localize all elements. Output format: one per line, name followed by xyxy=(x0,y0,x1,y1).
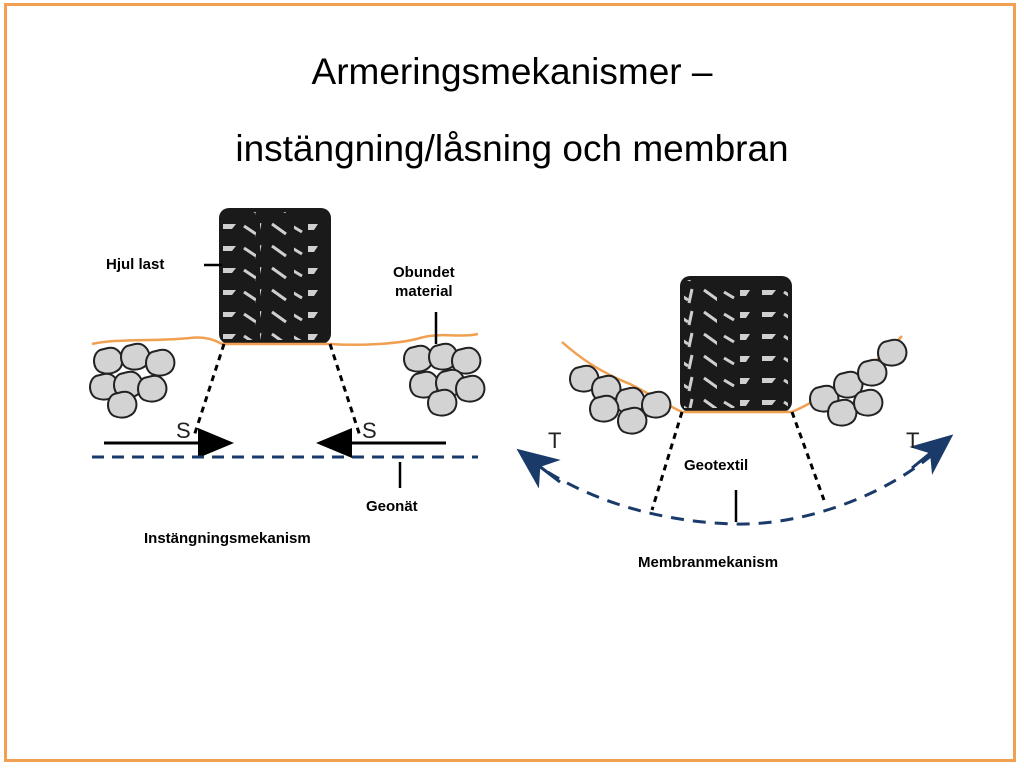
right-stones-right xyxy=(809,338,908,427)
tension-arrow-left xyxy=(516,448,561,489)
force-label-left: S xyxy=(176,418,191,443)
left-spread-line-left xyxy=(192,343,226,437)
right-caption: Membranmekanism xyxy=(638,554,779,571)
tension-label-right: T xyxy=(906,428,919,453)
left-caption: Instängningsmekanism xyxy=(144,530,311,547)
material-label: Obundet material xyxy=(393,264,455,302)
wheel-load-label: Hjul last xyxy=(106,256,165,273)
slide-title-line-1: Armeringsmekanismer – xyxy=(311,51,713,92)
force-label-right: S xyxy=(362,418,377,443)
slide-title-line-2: instängning/låsning och membran xyxy=(235,128,789,169)
material-label-line-1: Obundet xyxy=(393,264,455,281)
material-label-line-2: material xyxy=(395,282,453,300)
right-tire xyxy=(680,276,792,412)
left-spread-line-right xyxy=(328,343,362,437)
membrane-line xyxy=(521,438,950,526)
right-stones-left xyxy=(569,364,672,435)
tension-label-left: T xyxy=(548,428,561,453)
geogrid-label: Geonät xyxy=(366,498,418,515)
left-stones-right xyxy=(403,342,486,417)
right-diagram: T T xyxy=(516,276,954,526)
right-spread-line-right xyxy=(790,411,826,501)
geotextile-label: Geotextil xyxy=(684,457,749,474)
right-spread-line-left xyxy=(650,411,684,511)
left-stones-left xyxy=(89,342,176,419)
tension-arrow-right xyxy=(909,434,954,475)
left-soil-surface xyxy=(91,332,479,346)
left-diagram: S S xyxy=(89,208,486,488)
left-tire xyxy=(219,208,331,344)
